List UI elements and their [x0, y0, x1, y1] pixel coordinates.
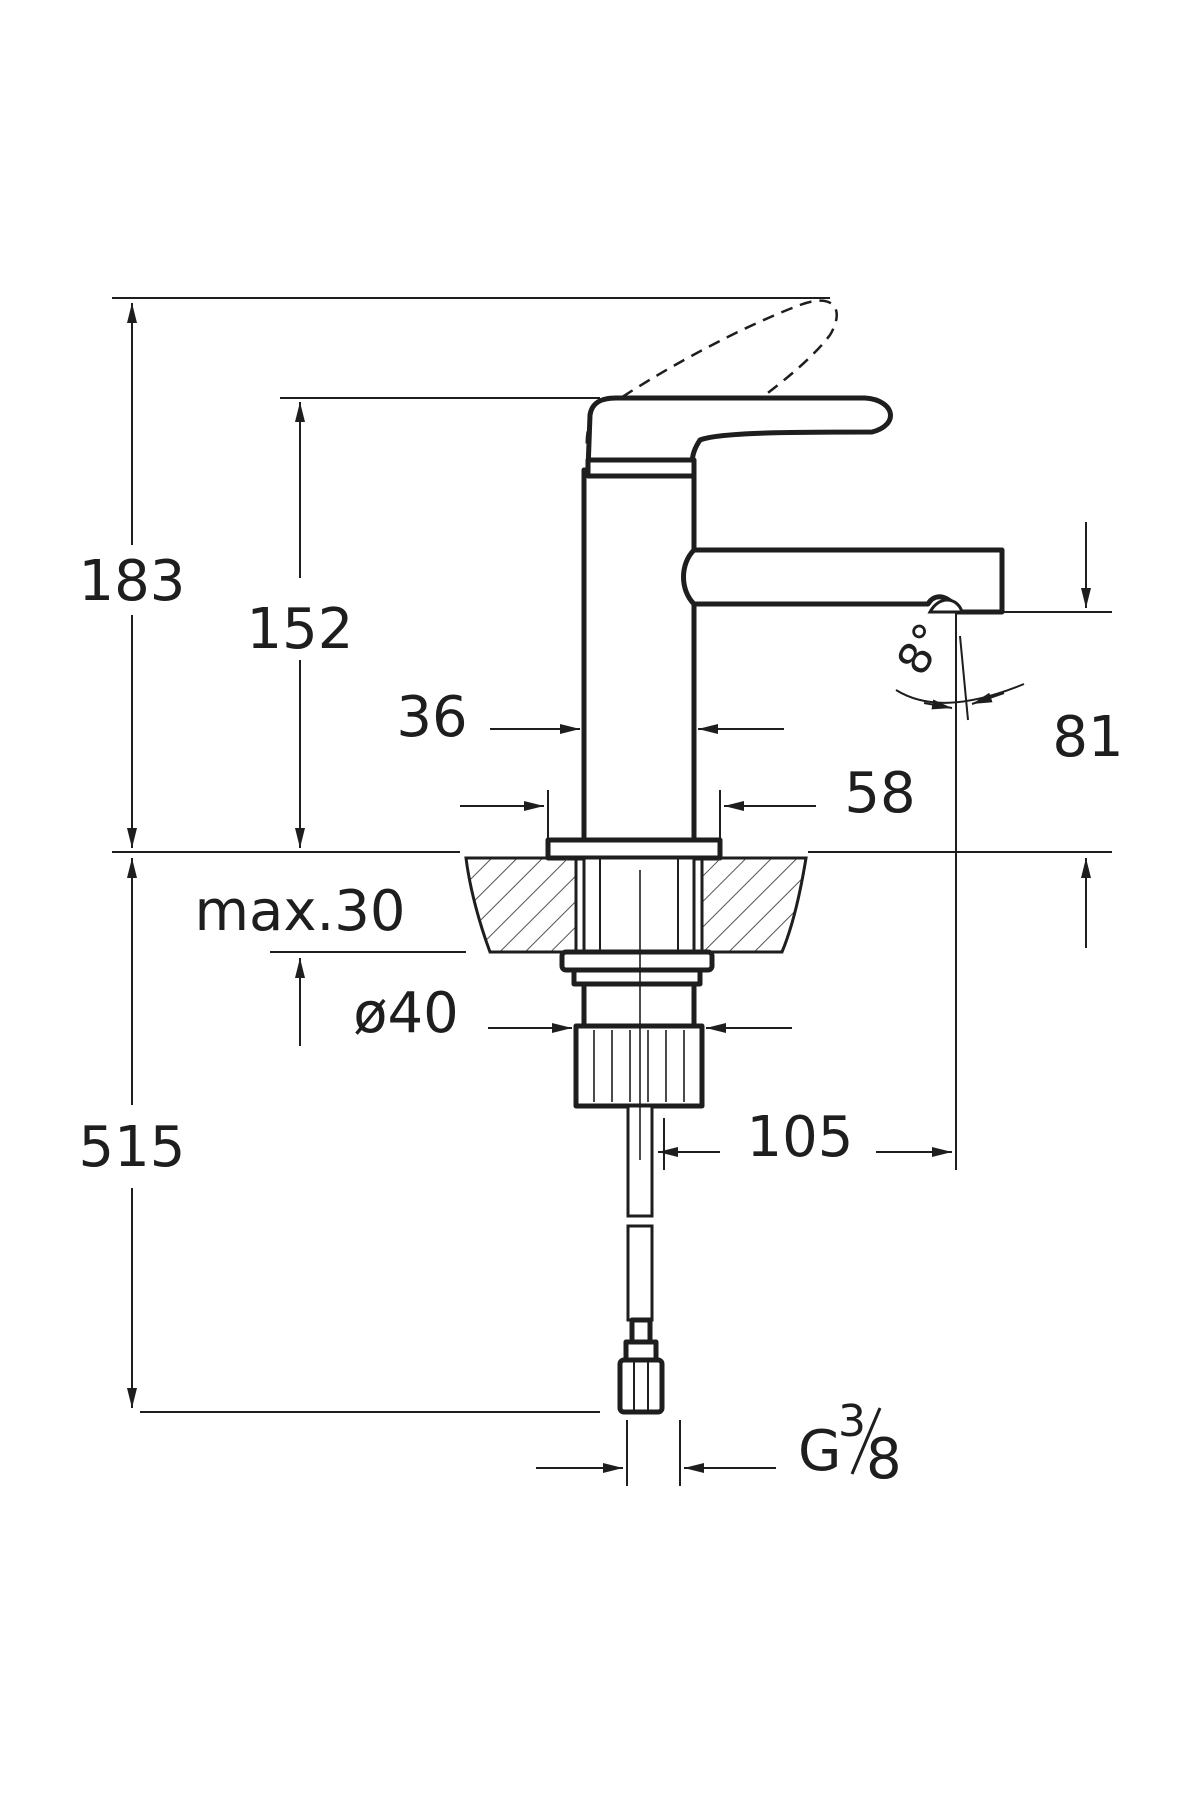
dimension-lines [112, 297, 1112, 1486]
hose-hex-nut [617, 1357, 665, 1415]
label-thread: G 3 8 [798, 1396, 902, 1492]
label-105: 105 [747, 1105, 854, 1170]
lock-nut-ribs [593, 1030, 685, 1102]
mounting-shank [582, 856, 696, 954]
countertop-right [700, 856, 808, 954]
angle-ref-tilted [959, 635, 969, 721]
label-angle: 8° [887, 615, 956, 684]
lever-handle [585, 395, 893, 473]
body-column [581, 467, 697, 843]
label-58: 58 [844, 761, 915, 826]
countertop-left [464, 856, 578, 954]
lock-nut [573, 1023, 705, 1109]
label-81: 81 [1052, 705, 1123, 770]
label-40: ø40 [353, 981, 459, 1046]
label-152: 152 [247, 597, 354, 662]
angle-arrow-left [923, 699, 953, 710]
nut-neck [581, 981, 697, 1029]
countertop-section [464, 856, 808, 954]
thread-numerator: 3 [838, 1396, 866, 1447]
label-max30: max.30 [194, 879, 405, 944]
thread-denominator: 8 [866, 1427, 902, 1492]
label-36: 36 [396, 685, 467, 750]
hose-ferrule [629, 1317, 653, 1345]
base-flange [545, 837, 723, 861]
hose-collar [623, 1339, 659, 1363]
thread-letter: G [798, 1419, 841, 1484]
label-183: 183 [79, 549, 186, 614]
lever-raised-outline [585, 299, 838, 481]
thread-fraction-slash [850, 1407, 882, 1475]
angle-arrow-right [971, 692, 1005, 705]
faucet-body-group [464, 299, 1005, 1415]
angle-arc [895, 683, 1025, 704]
lever-neck [585, 457, 697, 479]
washer [559, 949, 715, 973]
flex-hose-lower [626, 1224, 654, 1322]
label-515: 515 [79, 1115, 186, 1180]
